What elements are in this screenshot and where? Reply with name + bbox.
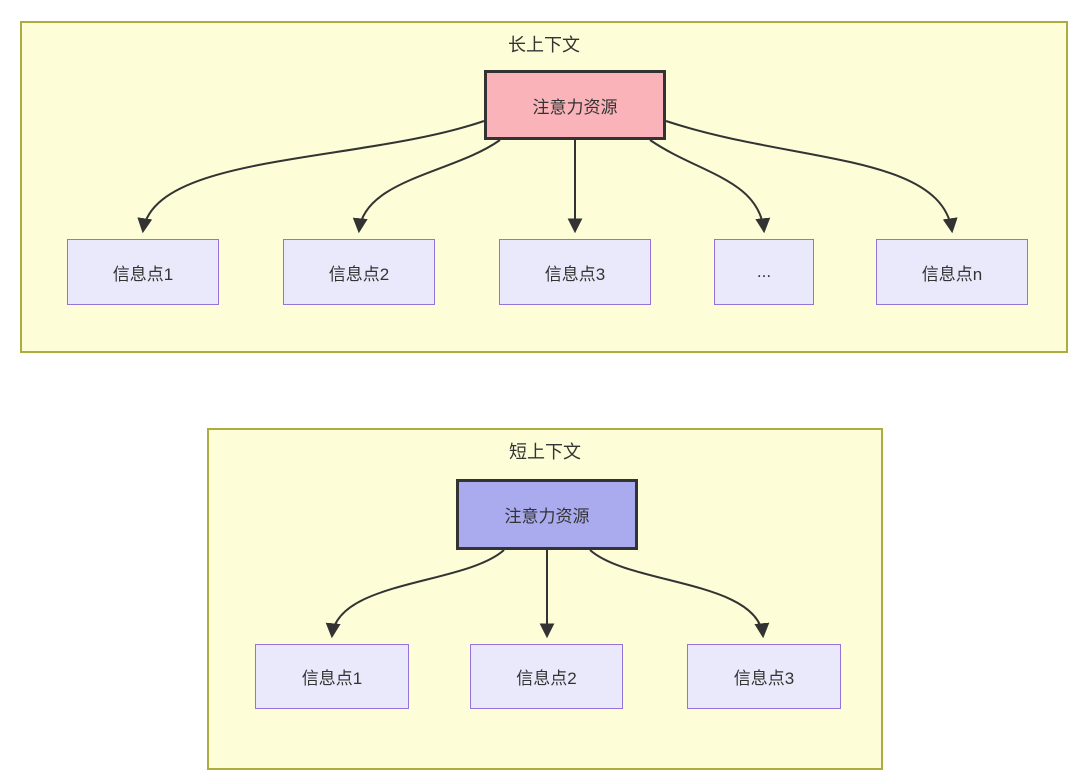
info-node-long-3-label: 信息点3 — [544, 264, 606, 284]
arrow-short-to-info1 — [325, 549, 505, 639]
info-node-long-1: 信息点1 — [67, 239, 219, 305]
attention-node-long: 注意力资源 — [484, 70, 666, 140]
arrow-long-to-info2 — [352, 139, 501, 234]
long-context-title: 长上下文 — [508, 35, 580, 55]
info-node-long-2-label: 信息点2 — [328, 264, 390, 284]
info-node-long-n-label: 信息点n — [921, 264, 983, 284]
attention-node-short: 注意力资源 — [456, 479, 638, 550]
arrow-short-to-info3 — [589, 549, 770, 639]
info-node-long-n: 信息点n — [876, 239, 1028, 305]
attention-node-short-label: 注意力资源 — [504, 507, 590, 526]
info-node-long-ellipsis-label: ... — [756, 262, 772, 281]
info-node-short-3-label: 信息点3 — [733, 669, 795, 688]
info-node-short-1: 信息点1 — [255, 644, 409, 709]
arrow-long-to-info1 — [137, 120, 485, 234]
info-node-long-ellipsis: ... — [714, 239, 814, 305]
info-node-short-3: 信息点3 — [687, 644, 841, 709]
long-context-section: 长上下文 注意力资源 信息点1 信息点2 信息点3 — [20, 21, 1068, 353]
info-node-short-2: 信息点2 — [470, 644, 623, 709]
info-node-long-1-label: 信息点1 — [112, 264, 174, 284]
short-context-title: 短上下文 — [509, 442, 581, 462]
info-node-short-2-label: 信息点2 — [516, 669, 577, 688]
info-node-long-2: 信息点2 — [283, 239, 435, 305]
arrow-long-to-info-n — [665, 120, 958, 234]
info-node-short-1-label: 信息点1 — [301, 669, 363, 688]
attention-node-long-label: 注意力资源 — [532, 97, 618, 117]
short-context-section: 短上下文 注意力资源 信息点1 信息点2 信息点3 — [207, 428, 883, 770]
info-node-long-3: 信息点3 — [499, 239, 651, 305]
arrow-long-to-info-ellipsis — [649, 139, 771, 234]
